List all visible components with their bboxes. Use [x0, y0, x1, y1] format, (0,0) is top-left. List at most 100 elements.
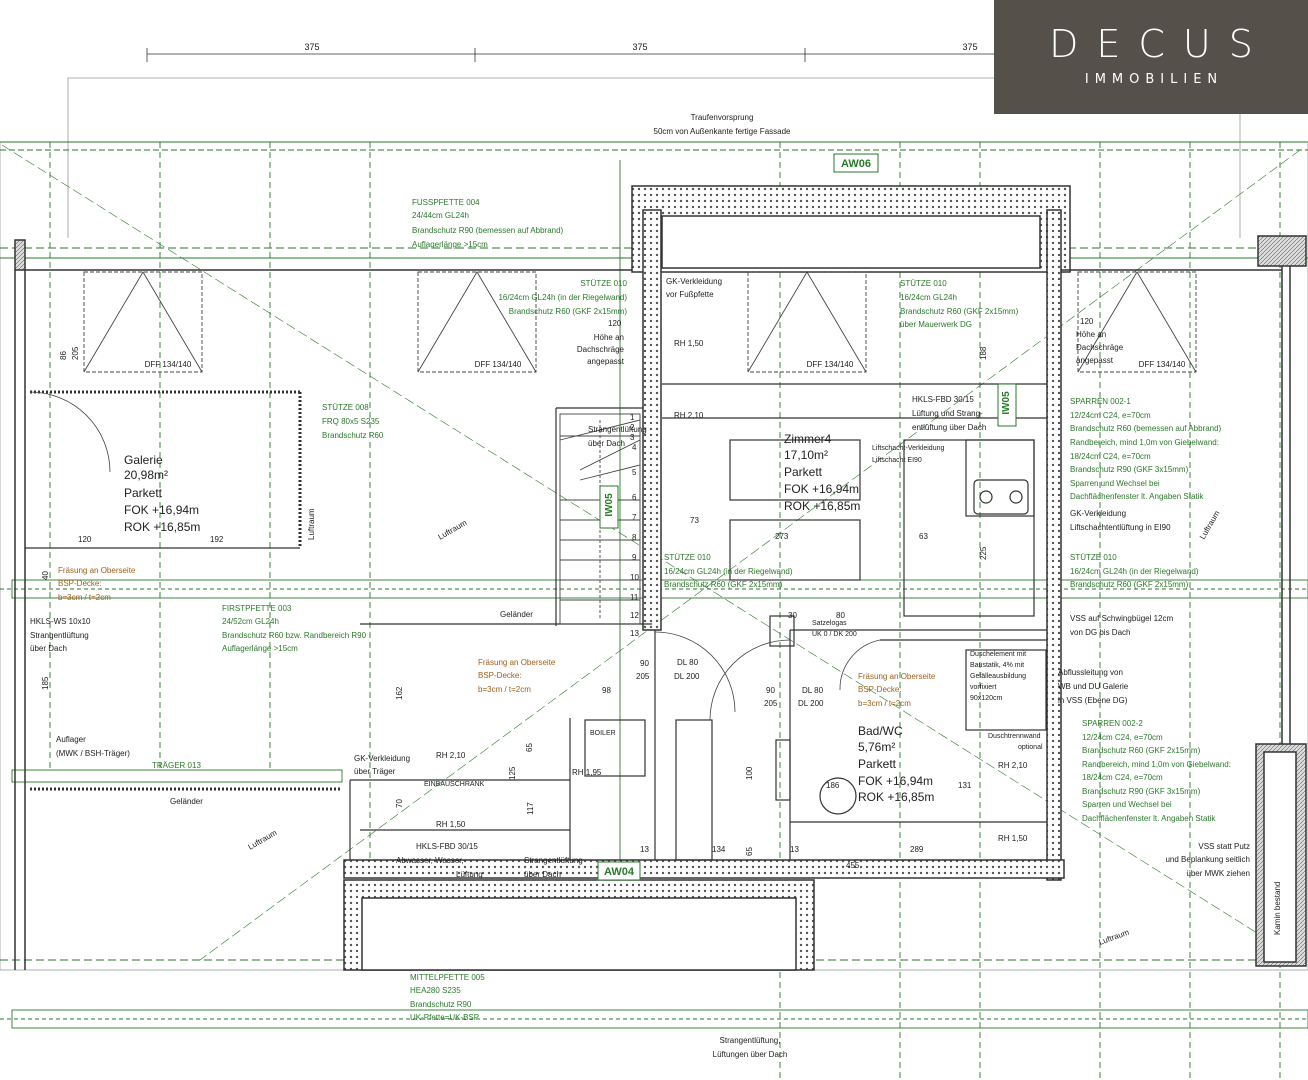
dim-205c: 205: [71, 346, 80, 360]
dl80b: DL 80: [802, 686, 824, 695]
bad-rok: ROK +16,85m: [858, 790, 934, 804]
auflager-2: (MWK / BSH-Träger): [56, 749, 130, 758]
brand-sub: IMMOBILIEN: [1084, 72, 1224, 87]
fraesung3-2: BSP-Decke:: [858, 685, 902, 694]
step-4: 4: [632, 443, 637, 452]
mittelpfette-1: MITTELPFETTE 005: [410, 973, 485, 982]
sparren2-3: Brandschutz R60 (GKF 2x15mm): [1082, 746, 1201, 755]
luftraum-2: Luftraum: [307, 508, 316, 540]
kamin-label: Kamin bestand: [1273, 882, 1282, 935]
dff-3: DFF 134/140: [807, 360, 854, 369]
gelaender-2: Geländer: [500, 610, 533, 619]
dim-192: 192: [210, 535, 224, 544]
firstpfette-2: 24/52cm GL24h: [222, 617, 279, 626]
dim-185: 185: [41, 676, 50, 690]
vss3: VSS statt Putz: [1198, 842, 1250, 851]
step-6: 6: [632, 493, 637, 502]
luftraum-4: Luftraum: [247, 828, 279, 852]
dim-top-3: 375: [962, 42, 977, 52]
step-1: 1: [630, 413, 635, 422]
satz-2: UK 0 / DK 200: [812, 631, 857, 638]
firstpfette-4: Auflagerlänge >15cm: [222, 644, 298, 653]
aw04-label: AW04: [604, 866, 635, 878]
rh210a: RH 2,10: [674, 411, 704, 420]
bad-name: Bad/WC: [858, 724, 903, 738]
lift-2: Liftschacht EI90: [872, 457, 922, 464]
brand-name: DECUS: [1049, 22, 1271, 66]
iw05-tag: IW05: [599, 485, 619, 529]
hkls-fbd-3: entlüftung über Dach: [912, 423, 986, 432]
dim-40: 40: [41, 571, 50, 580]
roof-windows: [83, 271, 1197, 373]
dff-2: DFF 134/140: [475, 360, 522, 369]
fusspfette-4: Auflagerlänge >15cm: [412, 240, 488, 249]
sparren2-5: 18/24cm C24, e=70cm: [1082, 773, 1163, 782]
stuetze2-1: STÜTZE 010: [900, 279, 947, 288]
dim-162: 162: [395, 686, 404, 700]
satz-1: Satzelogas: [812, 620, 847, 627]
stuetze1-1: STÜTZE 010: [580, 279, 627, 288]
abfluss3: in VSS (Ebene DG): [1058, 696, 1128, 705]
gk2: vor Fußpfette: [666, 290, 714, 299]
dim-186: 186: [826, 781, 840, 790]
hkls-fbd-2: Lüftung und Strang-: [912, 409, 983, 418]
dim-120a: 120: [78, 535, 92, 544]
stuetze008-3: Brandschutz R60: [322, 431, 384, 440]
dim-120b: 120: [608, 319, 622, 328]
abfluss1: Abflussleitung von: [1058, 668, 1123, 677]
hkls-ws-2: Strangentlüftung: [30, 631, 89, 640]
mittelpfette-3: Brandschutz R90: [410, 1000, 472, 1009]
zimmer4-name: Zimmer4: [784, 432, 832, 446]
auflager-1: Auflager: [56, 735, 86, 744]
aw04-tag: AW04: [597, 861, 641, 881]
dl80a: DL 80: [677, 658, 699, 667]
gk4: Liftschachtentlüftung in EI90: [1070, 523, 1171, 532]
galerie-name: Galerie: [124, 453, 163, 467]
dim-13a: 13: [640, 845, 649, 854]
dff-1: DFF 134/140: [145, 360, 192, 369]
hkls-ws-3: über Dach: [30, 644, 67, 653]
sparren1-2: 12/24cm C24, e=70cm: [1070, 411, 1151, 420]
gk1: GK-Verkleidung: [666, 277, 722, 286]
hoehe2-3: angepasst: [1076, 356, 1114, 365]
dim-65a: 65: [525, 743, 534, 752]
fraesung1-3: b=3cm / t=2cm: [58, 593, 111, 602]
stuetze008-1: STÜTZE 008: [322, 403, 369, 412]
fusspfette-1: FUSSPFETTE 004: [412, 198, 480, 207]
mittelpfette-2: HEA280 S235: [410, 986, 461, 995]
hoehe2-2: Dachschräge: [1076, 343, 1124, 352]
einbauschrank: EINBAUSCHRANK: [424, 781, 485, 788]
dim-90a: 90: [640, 659, 649, 668]
hoehe1-2: Dachschräge: [577, 345, 625, 354]
fusspfette-3: Brandschutz R90 (bemessen auf Abbrand): [412, 226, 564, 235]
rh210b: RH 2,10: [436, 751, 466, 760]
stuetze3-1: STÜTZE 010: [664, 553, 711, 562]
step-5: 5: [632, 468, 637, 477]
galerie-area: 20,98m²: [124, 468, 168, 482]
firstpfette-1: FIRSTPFETTE 003: [222, 604, 292, 613]
iw05b-tag: IW05: [997, 383, 1017, 427]
sparren1-5: 18/24cm C24, e=70cm: [1070, 452, 1151, 461]
dim-98: 98: [602, 686, 611, 695]
gk5: GK-Verkleidung: [354, 754, 410, 763]
traufe-line1: Traufenvorsprung: [691, 113, 754, 122]
gk6: über Träger: [354, 767, 396, 776]
galerie-fok: FOK +16,94m: [124, 503, 199, 517]
sparren1-4: Randbereich, mind 1,0m von Giebelwand:: [1070, 438, 1219, 447]
sparren2-7: Sparren und Wechsel bei: [1082, 800, 1172, 809]
luftraum-1: Luftraum: [437, 518, 469, 542]
stuetze4-1: STÜTZE 010: [1070, 553, 1117, 562]
hoehe2-1: Höhe an: [1076, 330, 1106, 339]
sparren1-7: Sparren und Wechsel bei: [1070, 479, 1160, 488]
dusch-3: Gefälleausbildung: [970, 673, 1026, 680]
dusch-5: 90x120cm: [970, 695, 1002, 702]
hkls-fbd2-1: HKLS-FBD 30/15: [416, 842, 478, 851]
firstpfette-3: Brandschutz R60 bzw. Randbereich R90: [222, 631, 367, 640]
dim-13b: 13: [790, 845, 799, 854]
aw06-tag: AW06: [833, 153, 879, 173]
fraesung1-1: Fräsung an Oberseite: [58, 566, 136, 575]
vss4: und Beplankung seitlich: [1165, 855, 1250, 864]
stuetze3-3: Brandschutz R60 (GKF 2x15mm): [664, 580, 783, 589]
hkls-fbd2-2: Abwasser, Wasser,: [396, 856, 464, 865]
